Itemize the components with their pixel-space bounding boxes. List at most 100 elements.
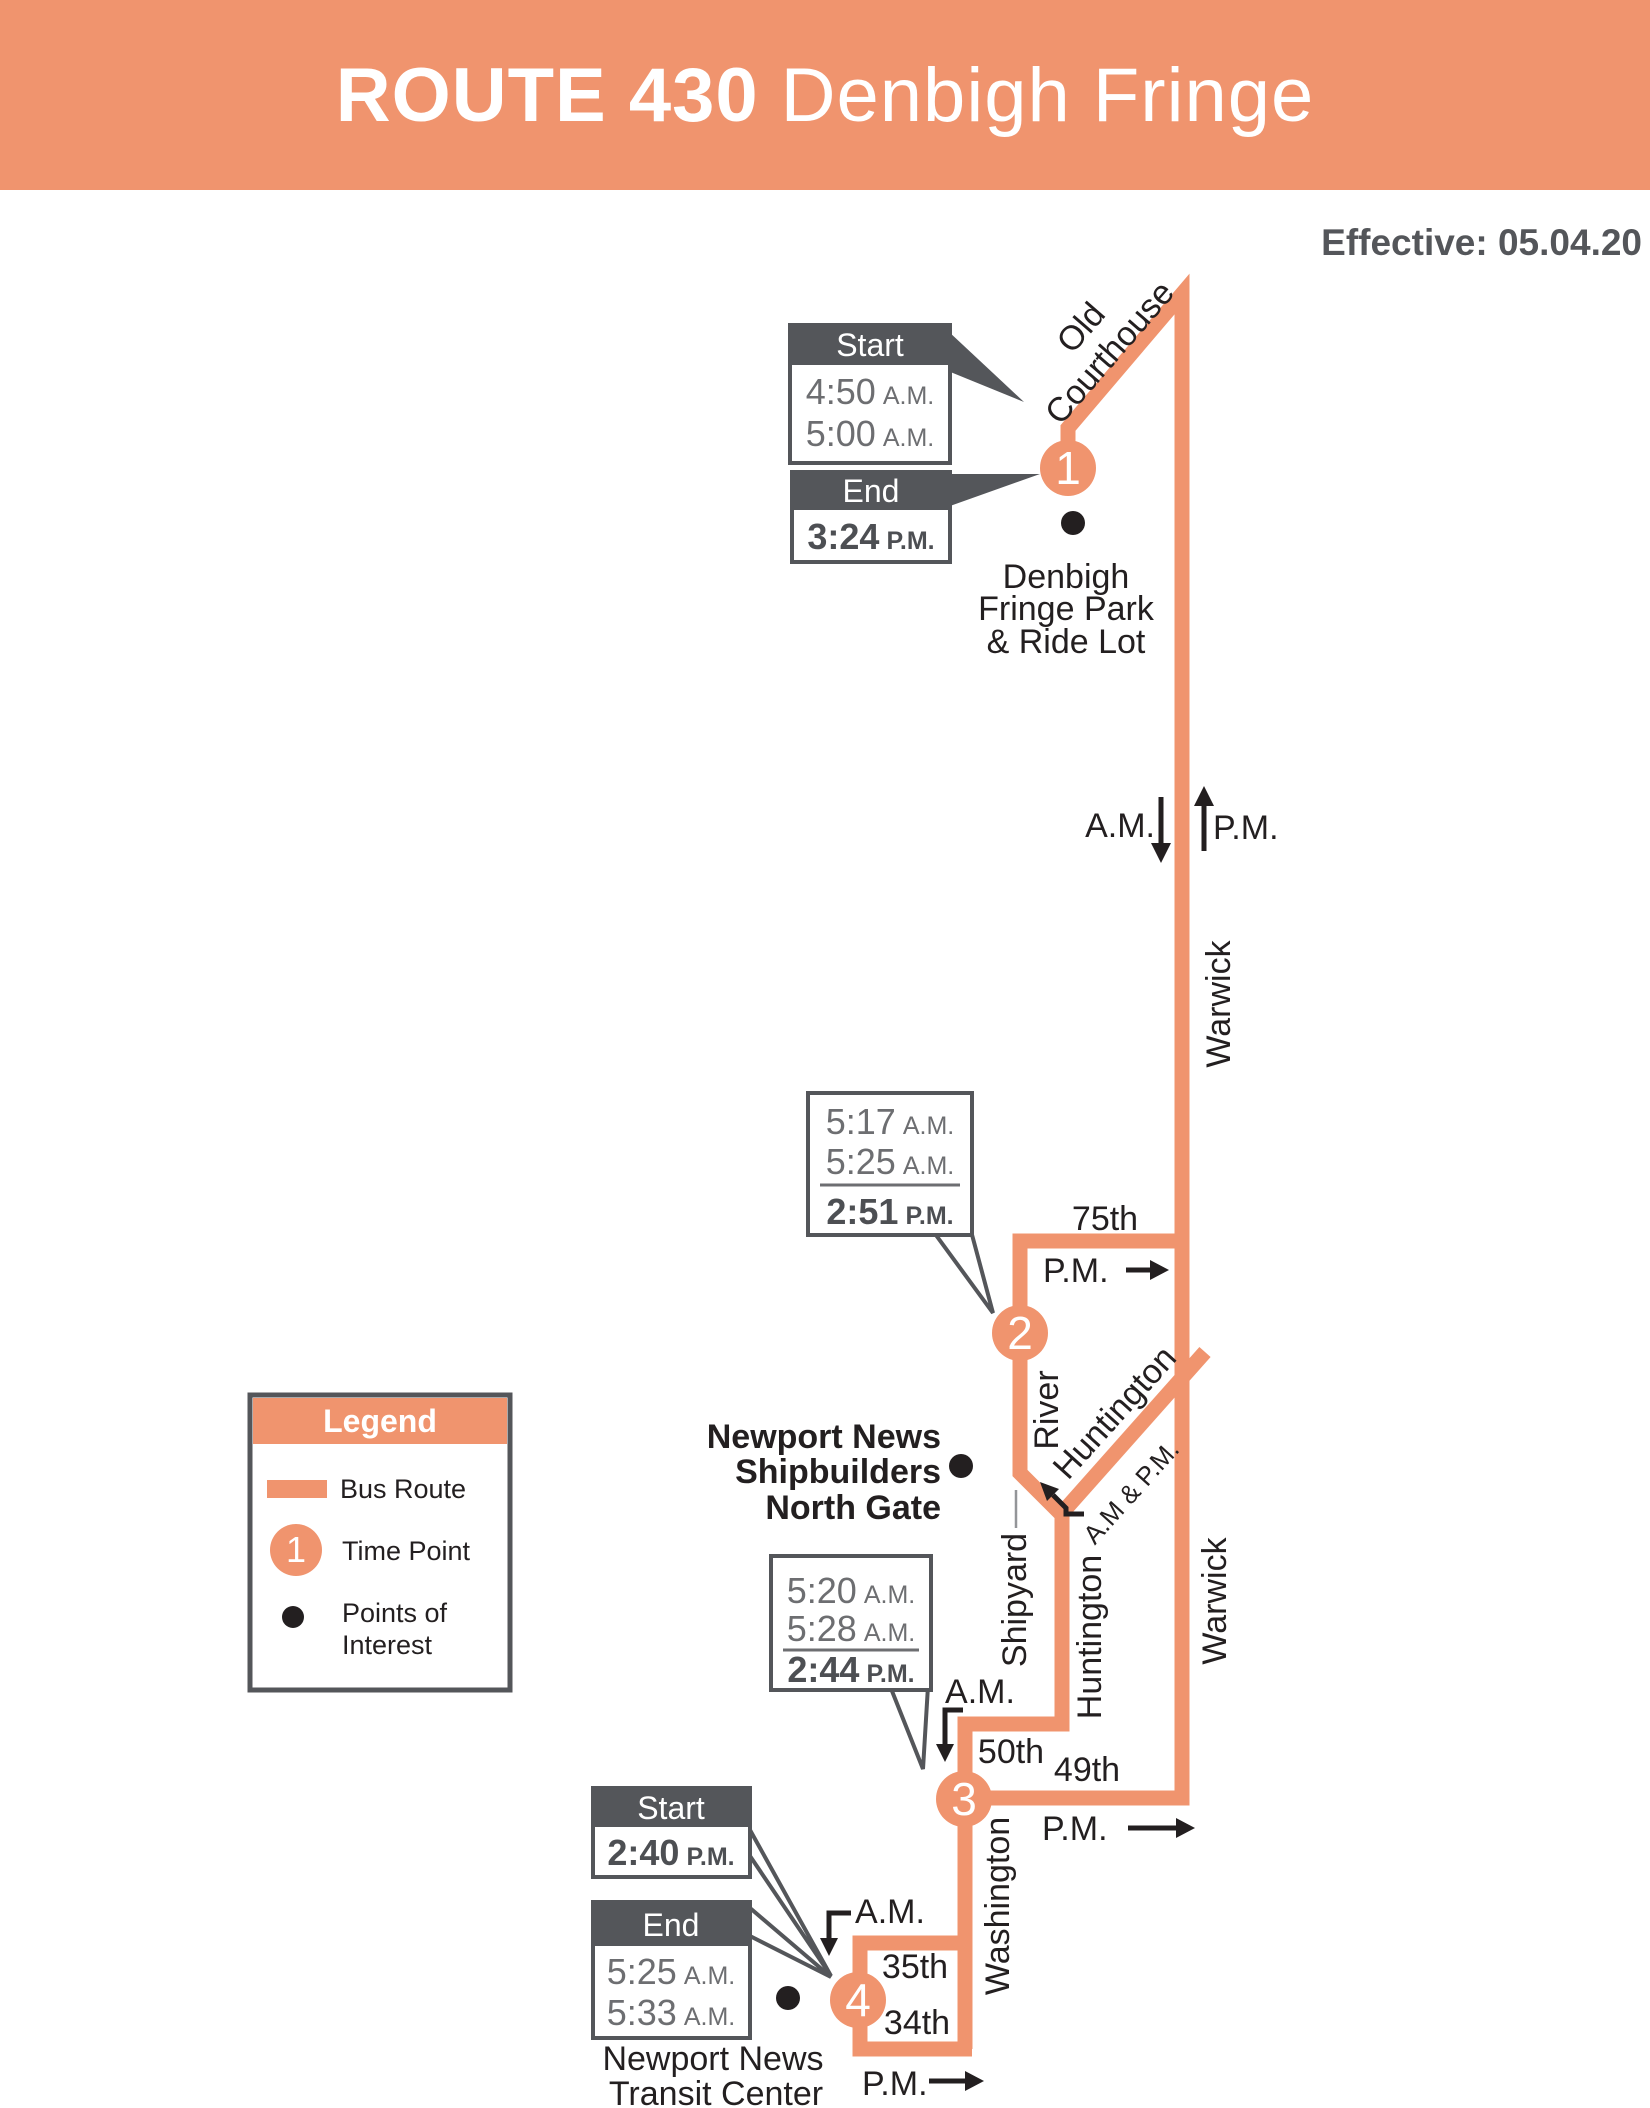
street-shipyard: Shipyard [996, 1533, 1034, 1667]
poi-transit-line2: Transit Center [609, 2075, 823, 2108]
callout-header [591, 1900, 752, 1946]
street-75th: 75th [1072, 1200, 1138, 1238]
callout-tail [950, 474, 1040, 506]
legend-timepoint-number: 1 [286, 1529, 306, 1570]
timepoint-2-circle [992, 1305, 1048, 1361]
points-of-interest: Denbigh Fringe Park & Ride Lot Newport N… [602, 511, 1155, 2108]
timepoint-circles: 1 2 3 4 [830, 440, 1096, 2028]
pm-up-arrow-head [1194, 786, 1214, 806]
pm-right-arrow-49th-head [1176, 1818, 1195, 1838]
poi-shipbuilders-line3: North Gate [765, 1489, 941, 1527]
callout-box [769, 1554, 933, 1692]
timepoint-1-circle [1040, 440, 1096, 496]
street-warwick-lower: Warwick [1196, 1536, 1234, 1664]
pm-label-49th: P.M. [1042, 1810, 1108, 1848]
poi-shipbuilders-line2: Shipbuilders [735, 1453, 941, 1491]
am-down-arrow-50th-head [936, 1744, 954, 1762]
poi-denbigh-line2: Fringe Park [978, 590, 1155, 628]
am-down-arrow-head [1151, 843, 1171, 863]
callout-title: Start [637, 1790, 705, 1826]
callout-header [788, 323, 952, 365]
legend-poi-label-line1: Points of [342, 1598, 448, 1628]
pm-label-warwick: P.M. [1213, 809, 1279, 847]
route-name: Denbigh Fringe [780, 52, 1315, 138]
timepoint-1-number: 1 [1055, 442, 1081, 494]
pm-right-arrow-34th-head [965, 2071, 984, 2091]
poi-shipbuilders-line1: Newport News [707, 1418, 941, 1456]
route-75th-am-loop [1012, 1233, 1182, 1333]
callout-tail [887, 1684, 931, 1770]
turn-arrow-shipyard-shaft [1051, 1493, 1084, 1517]
timepoint-4-circle [830, 1972, 886, 2028]
street-50th: 50th [978, 1733, 1044, 1771]
header-banner: ROUTE 430 Denbigh Fringe [0, 0, 1650, 190]
callout-title: End [643, 1907, 700, 1943]
timepoint-3-circle [936, 1771, 992, 1827]
timepoint-2-number: 2 [1007, 1307, 1033, 1359]
street-35th: 35th [882, 1948, 948, 1986]
legend: Legend Bus Route 1 Time Point Points of … [247, 1392, 513, 1693]
callout-title: End [843, 473, 900, 509]
route-huntington-diagonal [1056, 1347, 1211, 1518]
street-river: River [1028, 1370, 1066, 1449]
legend-poi-icon [282, 1606, 304, 1628]
legend-header [253, 1398, 507, 1444]
pm-right-arrow-75th-head [1150, 1260, 1169, 1280]
callout-box [806, 1091, 974, 1237]
street-warwick-upper: Warwick [1200, 939, 1238, 1067]
poi-denbigh-line3: & Ride Lot [987, 623, 1146, 661]
am-label-warwick: A.M. [1085, 807, 1155, 845]
callout-header [591, 1786, 752, 1827]
legend-timepoint-label: Time Point [342, 1536, 471, 1566]
direction-labels: A.M. P.M. P.M. A.M. P.M. A.M. P.M. [855, 807, 1278, 2103]
timepoint-4-number: 4 [845, 1974, 871, 2026]
legend-bus-route-label: Bus Route [340, 1474, 466, 1504]
pm-label-34th: P.M. [862, 2065, 928, 2103]
timepoint-3-number: 3 [951, 1773, 977, 1825]
poi-dot-denbigh [1061, 511, 1085, 535]
street-49th: 49th [1054, 1751, 1120, 1789]
street-courthouse: Courthouse [1038, 274, 1182, 432]
route-river-shipyard-huntington-50th [957, 1333, 1070, 1800]
callout-header [790, 470, 952, 510]
street-huntington-vertical: Huntington [1071, 1555, 1109, 1719]
poi-denbigh-line1: Denbigh [1003, 558, 1130, 596]
street-washington: Washington [979, 1817, 1017, 1995]
legend-bus-route-swatch [267, 1480, 327, 1498]
callout-title: Start [836, 327, 904, 363]
legend-title: Legend [323, 1403, 437, 1439]
callout-tail [929, 1229, 995, 1315]
turn-arrow-shipyard-head [1040, 1482, 1059, 1501]
am-down-arrow-35th-head [820, 1938, 838, 1956]
am-down-arrow-35th-shaft [826, 1910, 851, 1938]
callout-tail [948, 331, 1024, 402]
am-label-50th: A.M. [945, 1673, 1015, 1711]
effective-date: Effective: 05.04.20 [1321, 222, 1642, 263]
direction-arrows [820, 786, 1214, 2091]
pm-label-75th: P.M. [1043, 1252, 1109, 1290]
poi-transit-line1: Newport News [602, 2040, 823, 2078]
legend-poi-label-line2: Interest [342, 1630, 433, 1660]
am-down-arrow-50th-shaft [942, 1707, 963, 1744]
legend-timepoint-icon [270, 1524, 322, 1576]
